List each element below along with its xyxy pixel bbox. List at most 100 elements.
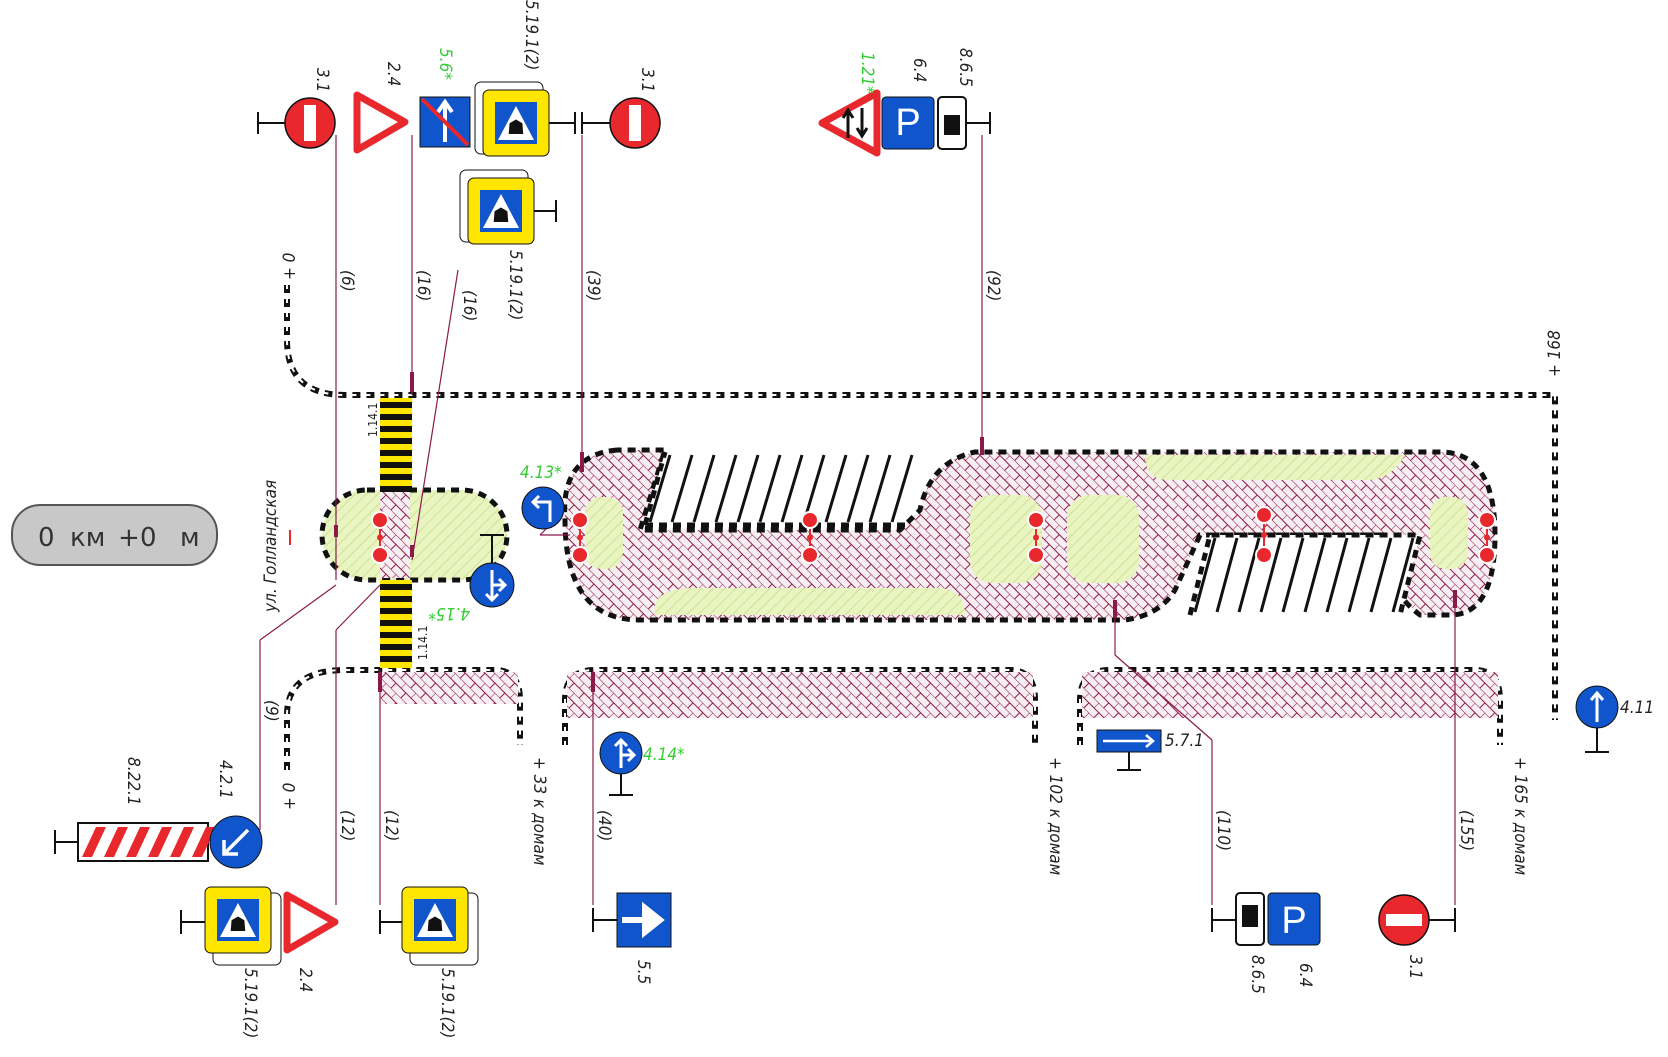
parking-bay-line [736,454,760,523]
bollard-dot [1484,534,1490,541]
end-of-road-sign-top [419,96,471,148]
code-55: 5.5 [633,960,653,984]
bollard-dot [377,534,383,541]
svg-text:☗: ☗ [426,912,444,936]
give-way-sign-top [353,91,409,154]
code-5191-bl: 5.19.1(2) [240,968,260,1038]
parking-bay-line [1237,537,1261,613]
m-value: 0 [140,523,157,553]
svg-text:☗: ☗ [492,203,510,227]
km-plus: + [118,523,140,553]
code-5191-top: 5.19.1(2) [521,0,541,70]
code-31-br: 3.1 [1405,955,1425,979]
parking-bay-line [1325,537,1349,613]
parking-bay-line [714,454,738,523]
zebra-bar [380,486,412,492]
pedestrian-crossing-sign-top-2: ☗ [459,169,557,245]
offset-40: (40) [594,810,614,841]
parking-bay-line [1303,537,1327,613]
zebra-bar [380,608,412,614]
chainage-102: + 102 к домам [1045,757,1065,875]
kilometer-marker: 0 км + 0 м [11,504,218,566]
straight-ahead-sign [1575,685,1619,753]
offset-16b: (16) [459,290,479,321]
code-64-b: 6.4 [1295,963,1315,987]
km-unit: км [70,523,105,553]
parking-bay-line [890,454,914,523]
bollards [371,506,1496,564]
leader-lines [259,135,1456,905]
parking-bay-line [670,454,694,523]
svg-text:☗: ☗ [229,912,247,936]
leader-ticks [334,372,1457,692]
code-414: 4.14* [643,745,685,765]
street-name: ул. Голландская [261,480,281,613]
zebra-bar [380,596,412,602]
bollard [1478,511,1496,529]
chainage-168: + 168 [1545,330,1565,377]
give-way-sign-bottom [283,891,339,954]
code-64-top: 6.4 [909,58,929,82]
zebra-bar [380,438,412,444]
zebra-bar [380,632,412,638]
code-865-top: 8.6.5 [955,48,975,87]
code-411: 4.11 [1620,698,1654,718]
obstacle-stripe [126,827,150,857]
parking-bay-line [1347,537,1371,613]
one-way-road-sign-55 [592,892,672,948]
parking-bay-line [846,454,870,523]
parking-bay-line [758,454,782,523]
pedestrian-crossing-sign-top: ☗ [474,81,576,157]
bollard-dot [577,534,583,541]
code-865-b: 8.6.5 [1247,955,1267,994]
zebra-bar [380,462,412,468]
curb-top-left [284,285,1558,720]
offset-6: (6) [337,270,357,292]
parking-bays-bottom [1190,535,1420,615]
parking-bay-line [868,454,892,523]
zebra-bar [380,656,412,662]
parking-sign-bottom: P [1267,892,1321,946]
parking-method-plate-top [937,96,991,150]
parking-bay-line [1369,537,1393,613]
parking-bays-top [645,452,925,525]
code-571: 5.7.1 [1165,731,1204,751]
chainage-165: + 165 к домам [1510,757,1530,875]
mandatory-directions-sign-415 [469,534,515,608]
sidewalk-strip-2 [567,672,1033,718]
bollard [571,546,589,564]
bollard [1478,546,1496,564]
no-entry-sign-bottom-right [1378,894,1456,946]
offset-16a: (16) [413,270,433,301]
parking-method-plate-bottom [1211,892,1265,946]
code-5191-b2: 5.19.1(2) [437,968,457,1038]
code-8221: 8.22.1 [123,757,143,806]
bollard [801,511,819,529]
labels: ул. Голландская + 0 + 0 + 33 к домам + 1… [123,0,1654,1038]
zebra-crossing [380,398,412,668]
zebra-bar [380,620,412,626]
code-121: 1.21* [857,52,877,94]
central-island [562,447,1498,623]
code-5191-top2: 5.19.1(2) [505,250,525,320]
one-way-road-sign [1096,729,1162,771]
chainage-bottom-start: + 0 [280,783,300,810]
obstacle-marker-sign [54,822,216,862]
parking-bay-line [692,454,716,523]
zebra-bar [380,450,412,456]
bollard [1255,506,1273,524]
code-31-top-mid: 3.1 [637,68,657,92]
obstacle-stripe [192,827,216,857]
offset-110: (110) [1213,810,1233,851]
zebra-bar [380,426,412,432]
zebra-bar [380,584,412,590]
bollard [1255,546,1273,564]
bollard [371,511,389,529]
pedestrian-crossing-sign-bottom-2: ☗ [379,886,479,966]
parking-bay-line [1391,537,1415,613]
obstacle-stripe [82,827,106,857]
no-entry-sign-top-mid [581,97,661,149]
code-415: 4.15* [428,603,470,623]
offset-155: (155) [1456,810,1476,851]
